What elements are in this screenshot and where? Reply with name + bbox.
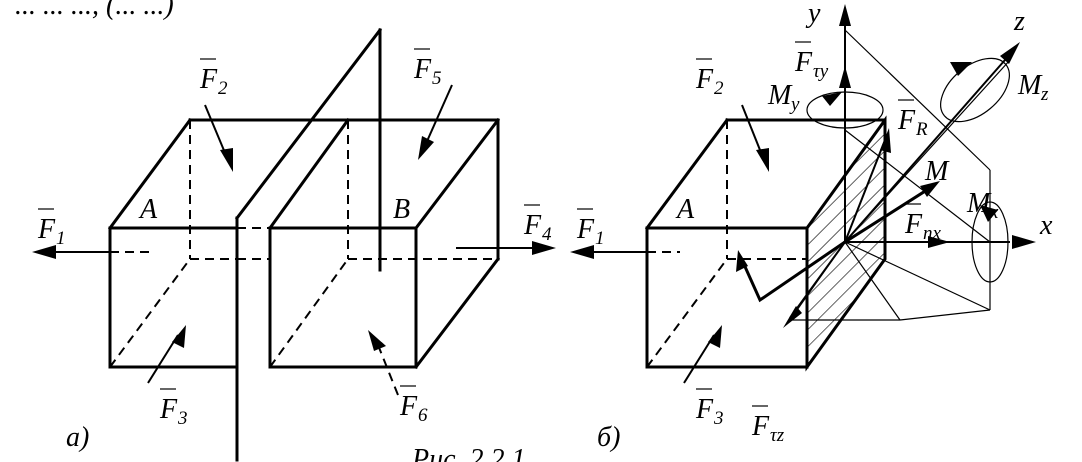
svg-text:R: R <box>915 119 928 140</box>
force-f1-arrow <box>32 245 150 259</box>
force-f2-arrow <box>204 104 233 172</box>
svg-text:y: y <box>789 94 800 115</box>
label-mx: M x <box>966 188 999 223</box>
svg-text:F: F <box>37 214 56 245</box>
svg-text:1: 1 <box>595 228 605 249</box>
svg-text:F: F <box>695 64 714 95</box>
figure-a-label: а) <box>66 422 89 453</box>
left-box <box>107 117 348 369</box>
force-fty-arrow <box>839 66 851 242</box>
svg-text:3: 3 <box>177 408 188 429</box>
svg-text:2: 2 <box>714 78 724 99</box>
svg-text:6: 6 <box>418 405 428 426</box>
svg-text:F: F <box>576 214 595 245</box>
svg-text:1: 1 <box>56 228 66 249</box>
label-f2: F 2 <box>199 58 228 99</box>
label-f4: F 4 <box>523 204 552 245</box>
svg-text:τz: τz <box>770 425 785 446</box>
force-f3b-arrow <box>683 325 722 384</box>
force-fnx-arrow <box>845 236 950 248</box>
svg-text:x: x <box>989 202 999 223</box>
figure-a: A B F 1 <box>32 27 556 462</box>
svg-text:M: M <box>924 156 950 187</box>
label-ftz: F τz <box>751 405 785 446</box>
force-f3-arrow <box>147 325 186 384</box>
figure-b: A F 1 F 2 F 3 F R F τy F τz <box>570 0 1053 453</box>
svg-text:τy: τy <box>813 61 829 82</box>
header-text: ... ... ..., (... ...) <box>15 0 174 21</box>
label-f3b: F 3 <box>695 388 724 429</box>
svg-text:F: F <box>751 411 770 442</box>
svg-text:M: M <box>1017 70 1043 101</box>
force-f1b-arrow <box>570 245 680 259</box>
label-f6: F 6 <box>399 385 428 426</box>
right-box <box>267 117 501 370</box>
label-my: M y <box>767 80 800 115</box>
svg-text:z: z <box>1040 84 1049 105</box>
svg-text:F: F <box>695 394 714 425</box>
svg-text:M: M <box>966 188 992 219</box>
force-f6-arrow <box>368 330 399 396</box>
cutting-plane <box>234 27 383 462</box>
label-f3: F 3 <box>159 388 188 429</box>
svg-text:F: F <box>904 209 923 240</box>
force-ftz-arrow <box>783 241 846 328</box>
axis-z <box>844 42 1020 243</box>
label-fr: F R <box>897 99 928 140</box>
internal-polyline <box>740 239 848 303</box>
svg-text:F: F <box>399 391 418 422</box>
label-f1b: F 1 <box>576 208 605 249</box>
svg-text:3: 3 <box>713 408 724 429</box>
moment-mz-circle <box>940 57 1010 123</box>
svg-text:2: 2 <box>218 78 228 99</box>
moment-mx-circle <box>971 201 1009 283</box>
force-fr-arrow <box>844 128 891 243</box>
force-f5-arrow <box>418 84 453 160</box>
point-a-label: A <box>138 194 158 225</box>
point-b-label: B <box>393 194 410 225</box>
svg-text:F: F <box>199 64 218 95</box>
svg-text:M: M <box>767 80 793 111</box>
figure-caption: Рис. 2.2.1 <box>411 444 526 462</box>
svg-text:5: 5 <box>432 68 442 89</box>
label-f2b: F 2 <box>695 58 724 99</box>
svg-text:F: F <box>413 54 432 85</box>
label-f5: F 5 <box>413 48 442 89</box>
label-f1: F 1 <box>37 208 66 249</box>
axis-x-label: x <box>1039 210 1053 241</box>
point-a-label-b: A <box>675 194 695 225</box>
label-m: M <box>924 156 950 187</box>
svg-text:4: 4 <box>542 224 552 245</box>
svg-text:F: F <box>523 210 542 241</box>
force-f2b-arrow <box>741 104 769 172</box>
figure-b-label: б) <box>597 422 620 453</box>
axis-z-label: z <box>1013 6 1025 37</box>
label-fnx: F nx <box>904 203 942 244</box>
moment-my-circle <box>806 91 884 129</box>
force-f4-arrow <box>456 241 556 255</box>
label-fty: F τy <box>794 41 829 82</box>
svg-text:nx: nx <box>923 223 942 244</box>
svg-text:F: F <box>159 394 178 425</box>
svg-text:F: F <box>897 105 916 136</box>
moment-m-vector <box>842 181 940 245</box>
svg-text:F: F <box>794 47 813 78</box>
axis-y-label: y <box>805 0 821 29</box>
label-mz: M z <box>1017 70 1049 105</box>
